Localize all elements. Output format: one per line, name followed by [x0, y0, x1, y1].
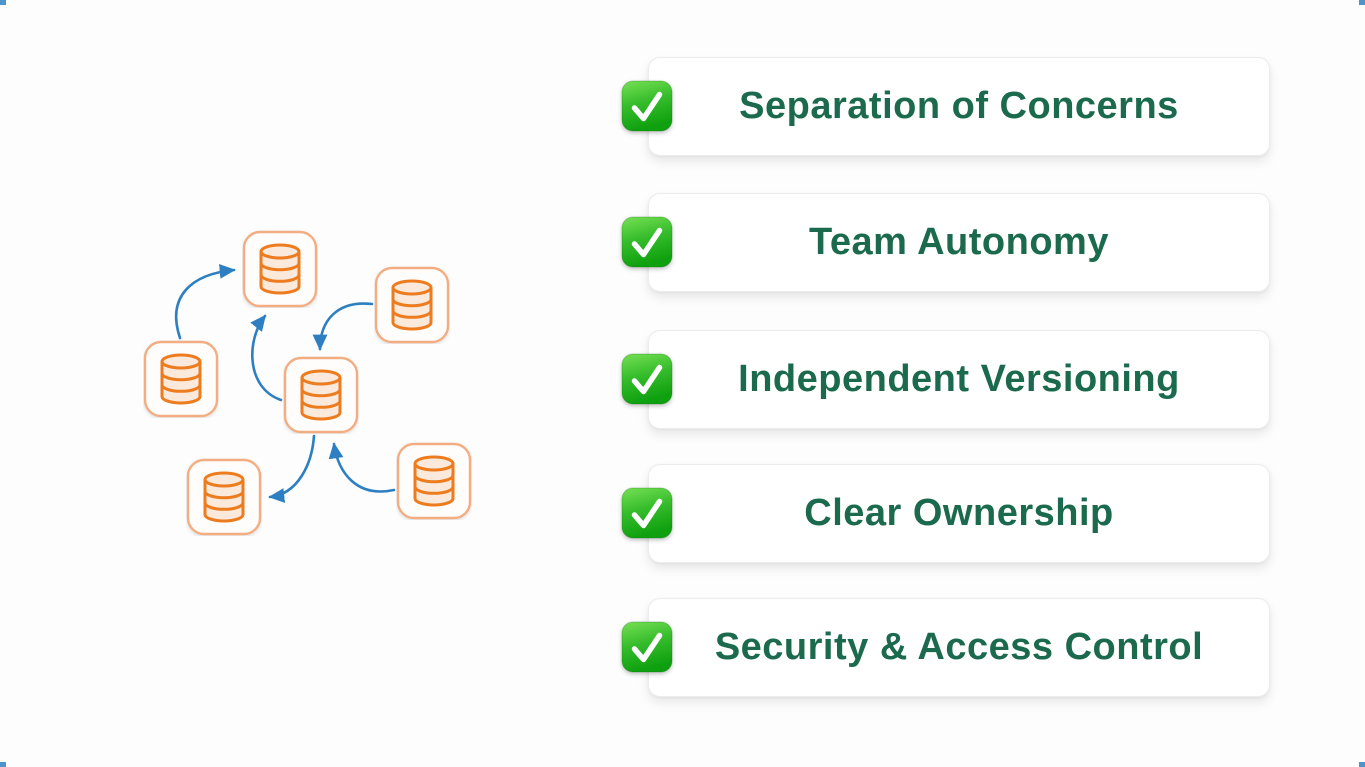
benefit-card: Clear Ownership — [621, 464, 1270, 563]
benefit-label: Independent Versioning — [738, 358, 1180, 400]
benefit-label: Clear Ownership — [804, 492, 1114, 534]
selection-handle-bottom-left — [0, 762, 6, 767]
database-node-bottom-left — [188, 460, 260, 534]
database-node-bottom-right — [398, 444, 470, 518]
arrow-upper-right-to-center — [312, 302, 374, 351]
benefit-label: Team Autonomy — [809, 221, 1109, 263]
selection-handle-top-right — [1359, 0, 1365, 5]
benefit-label: Security & Access Control — [714, 626, 1204, 668]
check-mark-icon — [621, 80, 673, 132]
check-mark-icon — [621, 353, 673, 405]
selection-handle-top-left — [0, 0, 6, 5]
check-mark-icon — [621, 487, 673, 539]
benefit-card: Team Autonomy — [621, 193, 1270, 292]
database-node-upper-right — [376, 268, 448, 342]
database-node-top — [244, 232, 316, 306]
benefit-label: Separation of Concerns — [739, 85, 1179, 127]
database-network-diagram — [100, 200, 530, 570]
benefit-card: Separation of Concerns — [621, 57, 1270, 156]
check-mark-icon — [621, 621, 673, 673]
database-node-left — [145, 342, 217, 416]
database-node-center — [285, 358, 357, 432]
benefit-card: Security & Access Control — [621, 598, 1270, 697]
arrow-center-to-top — [250, 314, 283, 402]
arrow-center-to-bottom-left — [268, 434, 316, 503]
arrow-left-to-top — [174, 263, 236, 340]
arrow-bottom-right-to-center — [328, 442, 396, 493]
benefit-card: Independent Versioning — [621, 330, 1270, 429]
selection-handle-bottom-right — [1359, 762, 1365, 767]
check-mark-icon — [621, 216, 673, 268]
